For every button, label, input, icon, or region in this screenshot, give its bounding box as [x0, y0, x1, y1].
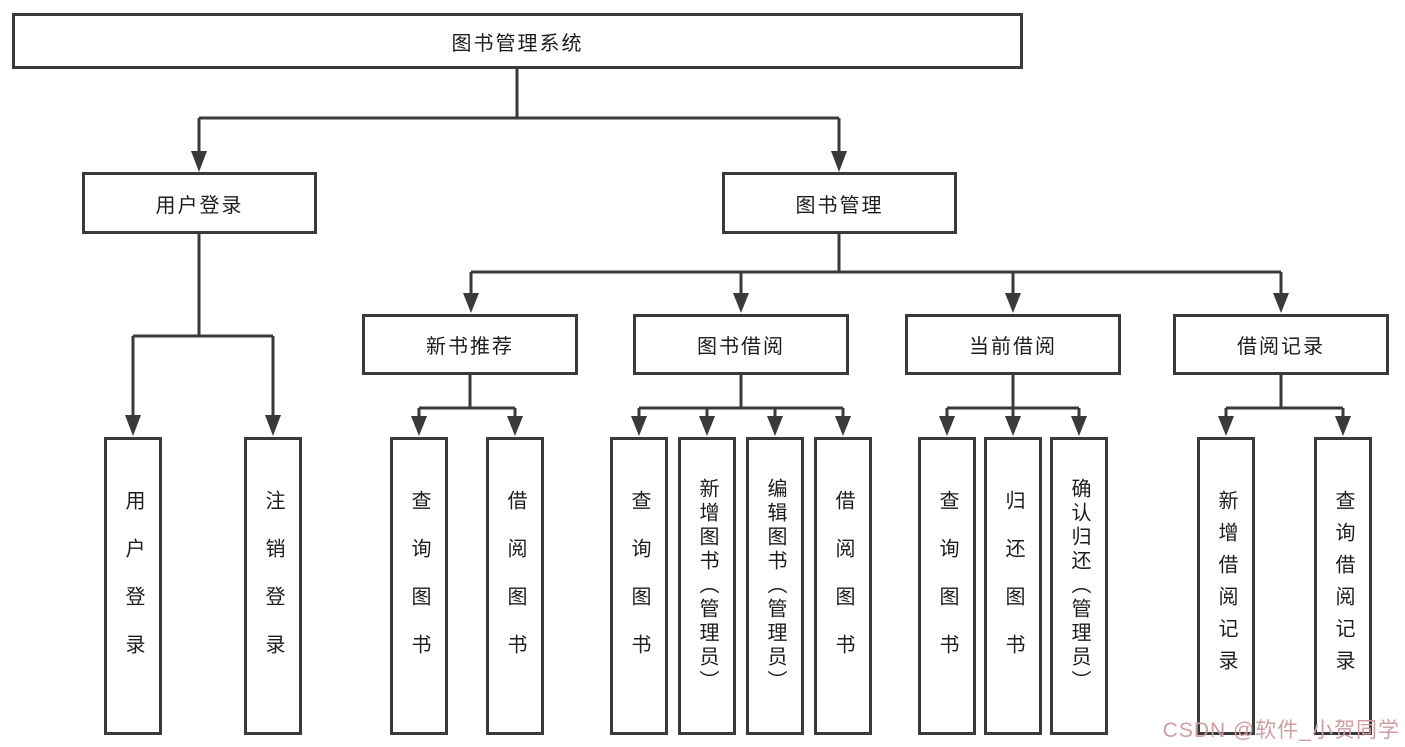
leaf-borrow-query-label: 查询图书	[628, 490, 650, 682]
leaf-borrow-edit-admin-label: 编辑图书（管理员）	[764, 478, 786, 694]
leaf-record-add: 新增借阅记录	[1197, 437, 1255, 735]
leaf-current-query: 查询图书	[918, 437, 976, 735]
leaf-borrow-book-label: 借阅图书	[832, 490, 854, 682]
leaf-borrow-add-admin-label: 新增图书（管理员）	[696, 478, 718, 694]
node-book-management: 图书管理	[722, 172, 957, 234]
node-borrow-record: 借阅记录	[1173, 314, 1389, 375]
leaf-current-return: 归还图书	[984, 437, 1042, 735]
leaf-newbook-borrow-label: 借阅图书	[504, 490, 526, 682]
leaf-current-confirm-admin: 确认归还（管理员）	[1050, 437, 1108, 735]
leaf-borrow-book: 借阅图书	[814, 437, 872, 735]
node-new-book-recommend: 新书推荐	[362, 314, 578, 375]
leaf-record-query: 查询借阅记录	[1314, 437, 1372, 735]
node-user-login: 用户登录	[82, 172, 317, 234]
leaf-record-query-label: 查询借阅记录	[1332, 490, 1354, 682]
leaf-logout-label: 注销登录	[262, 490, 284, 682]
leaf-newbook-query: 查询图书	[390, 437, 448, 735]
leaf-newbook-query-label: 查询图书	[408, 490, 430, 682]
leaf-current-confirm-admin-label: 确认归还（管理员）	[1068, 478, 1090, 694]
leaf-current-return-label: 归还图书	[1002, 490, 1024, 682]
leaf-record-add-label: 新增借阅记录	[1215, 490, 1237, 682]
node-current-borrow: 当前借阅	[905, 314, 1121, 375]
leaf-current-query-label: 查询图书	[936, 490, 958, 682]
leaf-user-login-label: 用户登录	[122, 490, 144, 682]
node-book-borrow: 图书借阅	[633, 314, 849, 375]
leaf-logout: 注销登录	[244, 437, 302, 735]
leaf-borrow-query: 查询图书	[610, 437, 668, 735]
node-root-system: 图书管理系统	[12, 13, 1023, 69]
leaf-borrow-edit-admin: 编辑图书（管理员）	[746, 437, 804, 735]
leaf-user-login: 用户登录	[104, 437, 162, 735]
leaf-newbook-borrow: 借阅图书	[486, 437, 544, 735]
csdn-watermark: CSDN @软件_小贺同学	[1162, 719, 1400, 742]
leaf-borrow-add-admin: 新增图书（管理员）	[678, 437, 736, 735]
